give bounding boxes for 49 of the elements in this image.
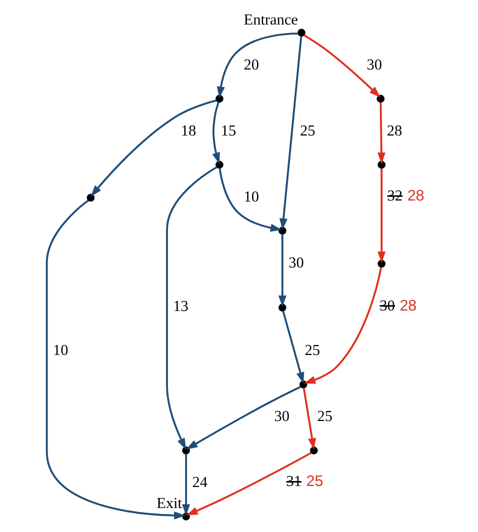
edge-label: 28	[386, 122, 402, 140]
node-circle	[216, 160, 224, 169]
node-circle	[182, 512, 190, 520]
edge-label: 18	[180, 122, 196, 140]
node-circle	[378, 160, 386, 169]
edge-label: 30	[366, 56, 382, 74]
arrow	[279, 36, 302, 230]
arrow	[186, 452, 312, 516]
arrow	[302, 388, 316, 450]
arrow	[304, 34, 380, 98]
arrow	[166, 166, 218, 450]
node-circle	[86, 194, 95, 202]
edge-label: 10	[53, 342, 68, 360]
node-circle	[299, 380, 308, 388]
node-circle	[378, 260, 386, 268]
edge-label: 30 28	[380, 297, 417, 314]
arrow	[304, 267, 382, 384]
arrow	[378, 168, 386, 264]
node-circle	[278, 226, 286, 235]
edge-label: 25	[317, 408, 332, 426]
arrow	[46, 200, 186, 520]
node-circle	[216, 94, 224, 103]
arrow	[377, 102, 386, 164]
node-circle	[278, 304, 286, 312]
node-circle	[310, 446, 318, 454]
arrow	[186, 386, 301, 450]
arrow	[282, 310, 304, 384]
arrow	[212, 102, 220, 164]
edge-label: 32 28	[387, 187, 424, 204]
node-circle	[298, 28, 306, 37]
arrow	[216, 32, 298, 98]
arrow	[278, 234, 286, 307]
arrow	[90, 100, 217, 197]
edge-label: 24	[192, 474, 208, 492]
edge-label: 20	[244, 56, 260, 74]
edge-label: 15	[220, 122, 236, 140]
edge-label: 30	[274, 408, 290, 426]
edge-label: 31 25	[286, 473, 324, 490]
edge-label: 13	[173, 298, 188, 316]
arrow	[182, 454, 190, 516]
edge-label: 30	[288, 254, 304, 272]
node-circle	[376, 94, 385, 103]
edge-label: 25	[300, 122, 316, 140]
arrow	[218, 168, 282, 232]
node-circle	[182, 446, 190, 454]
edge-label: 25	[304, 342, 320, 360]
node-label: Entrance	[244, 11, 298, 28]
node-label: Exit	[156, 495, 182, 512]
edge-label: 10	[244, 188, 260, 206]
